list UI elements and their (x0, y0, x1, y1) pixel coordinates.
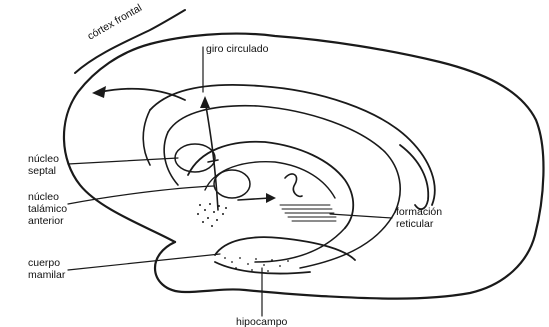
inner-arrow-2 (238, 198, 270, 200)
label-cuerpo-mamilar-1: cuerpo (28, 257, 60, 269)
leader-nucleo-septal (68, 158, 178, 164)
thalamic-nucleus (214, 170, 250, 198)
label-nucleo-septal-2: septal (28, 165, 56, 177)
label-cuerpo-mamilar-2: mamilar (28, 269, 66, 281)
vertical-tract (205, 100, 218, 210)
label-nucleo-talamico-1: núcleo (28, 191, 59, 203)
stippled-thalamic-region (197, 203, 227, 227)
hippocampus-outer (215, 237, 355, 260)
brainstem-tract-1 (255, 228, 345, 262)
squiggle (285, 174, 302, 196)
reticular-formation-hatch (280, 205, 336, 221)
leader-formacion-reticular (330, 214, 392, 218)
brain-outline (150, 34, 543, 299)
label-giro-circulado: giro circulado (206, 43, 269, 55)
vertical-arrowhead (200, 96, 210, 108)
cortex-projection-arrow (100, 89, 185, 100)
label-nucleo-septal-1: núcleo (28, 153, 59, 165)
cortex-arrowhead (92, 86, 106, 98)
brain-outline-left (64, 44, 175, 242)
label-formacion-reticular-2: reticular (396, 218, 434, 230)
label-formacion-reticular-1: formación (396, 206, 442, 218)
cingulate-gyrus-inner (168, 106, 400, 212)
label-nucleo-talamico-3: anterior (28, 215, 64, 227)
inner-arrowhead-2 (266, 193, 276, 203)
leader-cuerpo-mamilar (68, 254, 220, 270)
right-gyrus-curl (400, 145, 428, 209)
brainstem-tract-2 (300, 212, 395, 268)
label-hipocampo: hipocampo (236, 316, 288, 327)
fornix-inner (205, 162, 335, 198)
hippocampus-stipple (224, 257, 289, 272)
septal-nucleus (175, 144, 215, 172)
cingulate-gyrus-left-arc (143, 110, 150, 165)
label-nucleo-talamico-2: talámico (28, 203, 67, 215)
